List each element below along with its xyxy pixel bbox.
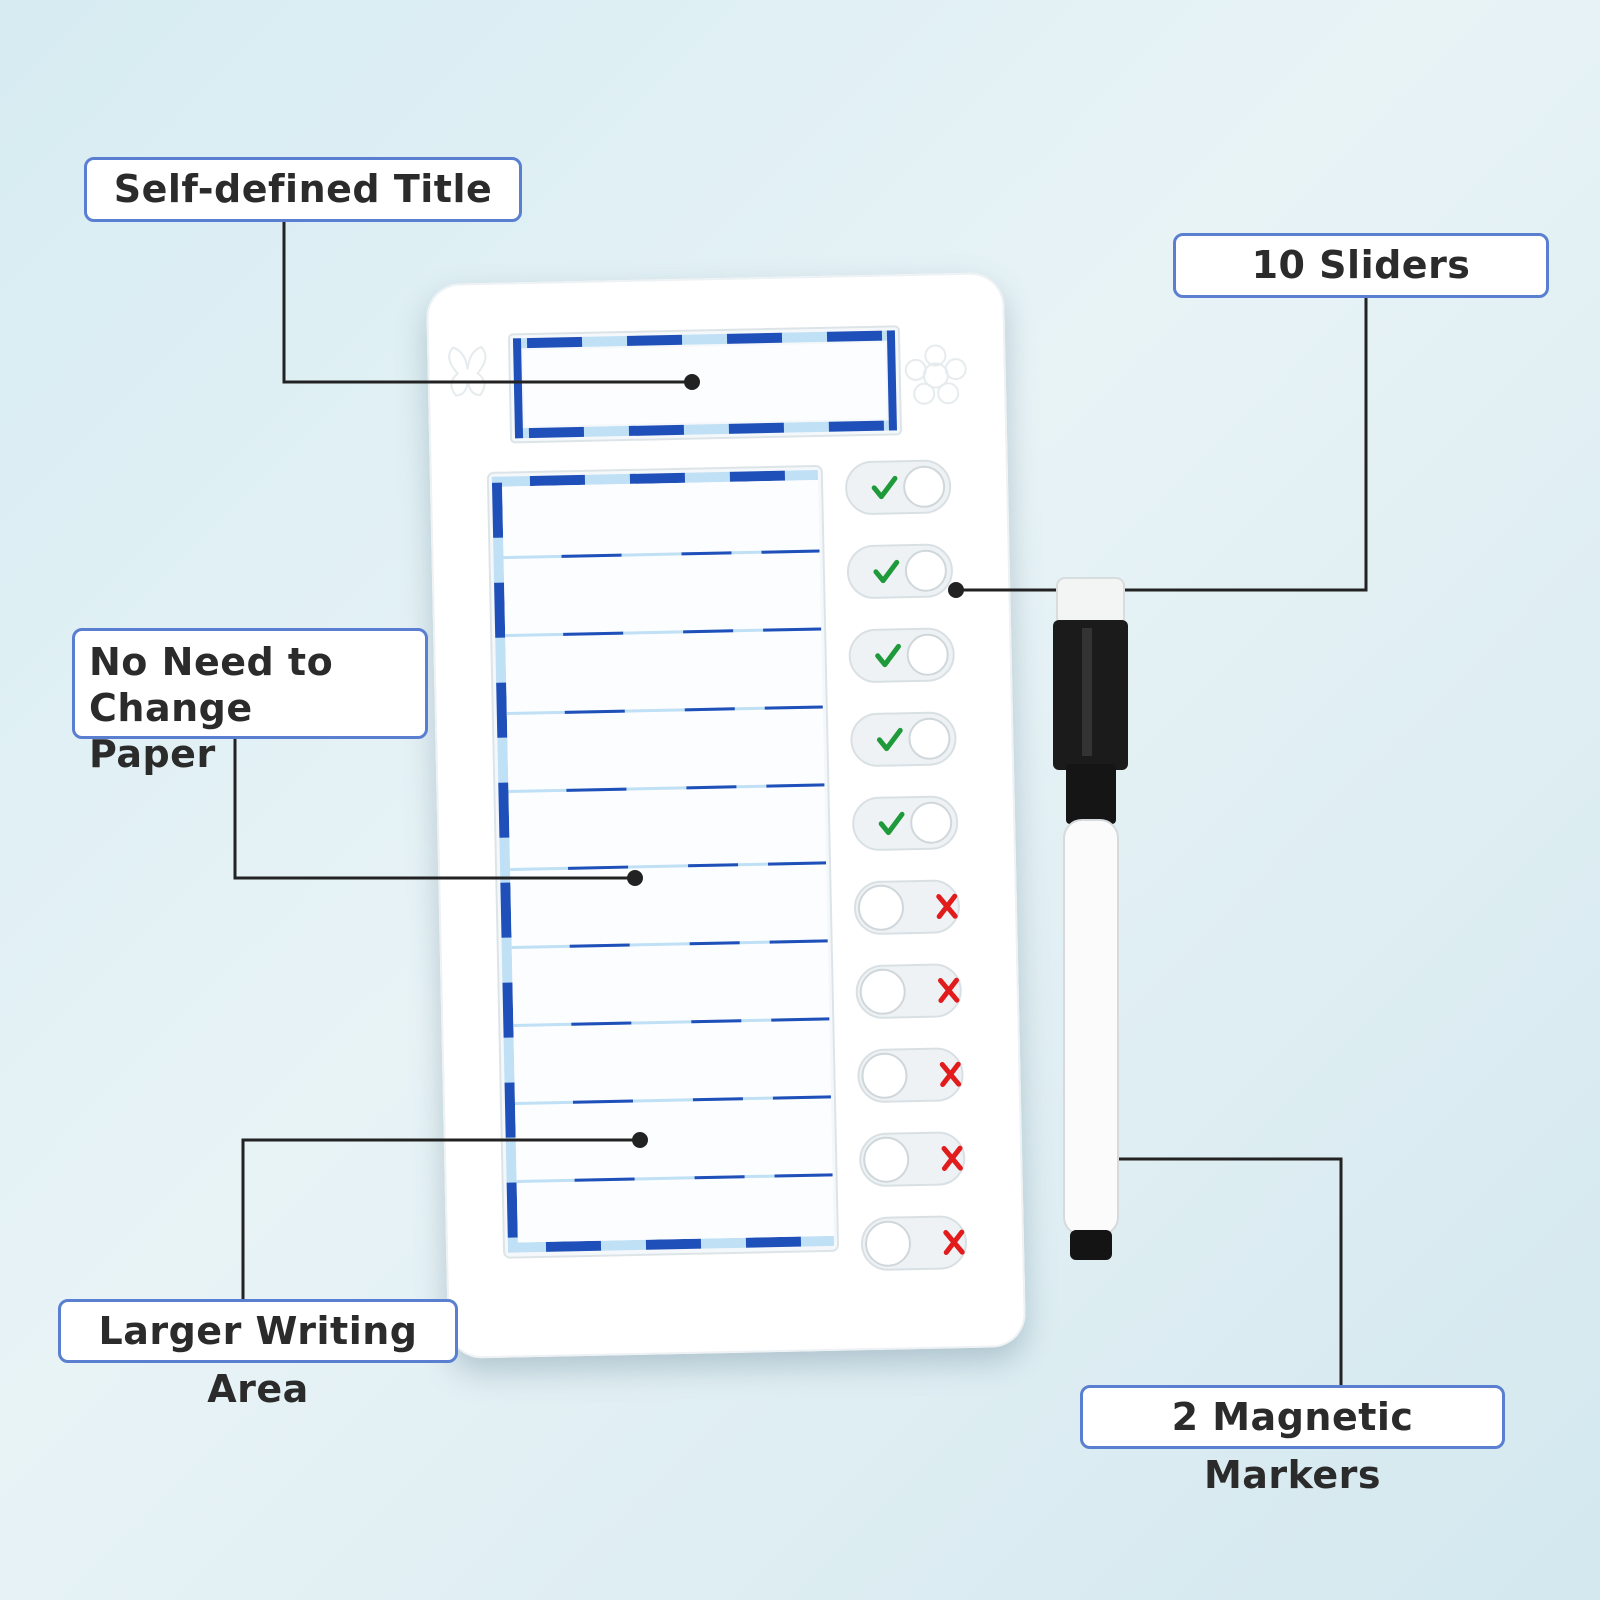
markers-callout: 2 Magnetic Markers — [1080, 1385, 1505, 1497]
writing-pointer-dot — [632, 1132, 648, 1148]
title-callout: Self-defined Title — [84, 157, 522, 222]
ruled-line-dash — [694, 1175, 745, 1180]
ruled-line-dash — [561, 553, 622, 558]
check-icon — [878, 811, 905, 836]
cross-icon — [938, 977, 960, 1004]
ruled-line-dash — [767, 861, 827, 866]
ruled-line-dash — [574, 1177, 635, 1182]
ruled-line-dash — [771, 1017, 830, 1022]
writing-area-callout-label: Larger Writing Area — [98, 1309, 418, 1411]
paper-callout: No Need to Change Paper — [72, 628, 428, 776]
paper-callout-line1: No Need to Change — [89, 640, 334, 730]
slider-knob[interactable] — [910, 801, 953, 844]
title-callout-label: Self-defined Title — [113, 167, 493, 211]
ruled-line-dash — [764, 705, 823, 710]
slider-4[interactable] — [850, 711, 957, 767]
slider-5[interactable] — [852, 795, 959, 851]
slider-9[interactable] — [859, 1131, 966, 1187]
ruled-line-dash — [571, 1021, 632, 1026]
ruled-line-dash — [769, 939, 828, 944]
ruled-line-dash — [683, 629, 734, 634]
ruled-lines — [503, 549, 833, 1183]
flower-emblem-icon — [904, 344, 967, 405]
slider-10[interactable] — [861, 1215, 967, 1271]
markers-callout-label: 2 Magnetic Markers — [1171, 1395, 1414, 1497]
check-icon — [871, 475, 898, 500]
ruled-line-dash — [774, 1173, 833, 1178]
slider-6[interactable] — [853, 879, 960, 935]
slider-2[interactable] — [846, 543, 953, 599]
slider-3[interactable] — [848, 627, 955, 683]
check-icon — [873, 559, 900, 584]
marker-barrel — [1063, 819, 1119, 1236]
cross-icon — [943, 1229, 965, 1255]
slider-1[interactable] — [845, 459, 952, 515]
ruled-line-dash — [692, 1097, 743, 1102]
slider-knob[interactable] — [908, 717, 951, 760]
paper-pointer-dot — [627, 870, 643, 886]
ruled-line-dash — [681, 551, 732, 556]
slider-knob[interactable] — [859, 968, 906, 1015]
ruled-line-dash — [564, 709, 625, 714]
board-graphic — [448, 325, 967, 1271]
check-icon — [875, 643, 901, 668]
ruled-line-dash — [688, 863, 739, 868]
slider-column — [845, 459, 967, 1271]
title-pointer-dot — [684, 374, 700, 390]
ruled-line-dash — [761, 549, 820, 554]
paper-callout-line2: Paper — [89, 732, 216, 776]
ruled-line-dash — [684, 707, 735, 712]
marker-eraser-cap — [1056, 577, 1125, 627]
ruled-line-dash — [568, 865, 629, 870]
checklist-board — [425, 272, 1027, 1359]
slider-knob[interactable] — [904, 549, 947, 592]
slider-7[interactable] — [855, 963, 962, 1019]
ruled-line-dash — [689, 941, 740, 946]
sliders-callout: 10 Sliders — [1173, 233, 1549, 298]
butterfly-emblem-icon — [448, 345, 487, 397]
ruled-line-dash — [766, 783, 825, 788]
check-icon — [876, 727, 903, 752]
slider-8[interactable] — [857, 1047, 964, 1103]
slider-knob[interactable] — [863, 1136, 910, 1183]
slider-knob[interactable] — [861, 1052, 908, 1099]
cross-icon — [936, 893, 958, 920]
ruled-line-dash — [691, 1019, 742, 1024]
slider-knob[interactable] — [865, 1220, 912, 1267]
slider-knob[interactable] — [857, 884, 904, 931]
cross-icon — [941, 1145, 963, 1172]
ruled-line-dash — [566, 787, 627, 792]
slider-knob[interactable] — [903, 465, 946, 508]
ruled-line-dash — [572, 1099, 633, 1104]
slider-knob[interactable] — [906, 633, 949, 676]
sliders-callout-label: 10 Sliders — [1251, 243, 1471, 287]
ruled-line-dash — [686, 785, 737, 790]
ruled-line-dash — [563, 631, 624, 636]
cross-icon — [939, 1061, 962, 1088]
ruled-line-dash — [569, 943, 630, 948]
ruled-line-dash — [763, 627, 822, 632]
slider-pointer-dot — [948, 582, 964, 598]
writing-area-callout: Larger Writing Area — [58, 1299, 458, 1411]
ruled-line-dash — [772, 1095, 831, 1100]
